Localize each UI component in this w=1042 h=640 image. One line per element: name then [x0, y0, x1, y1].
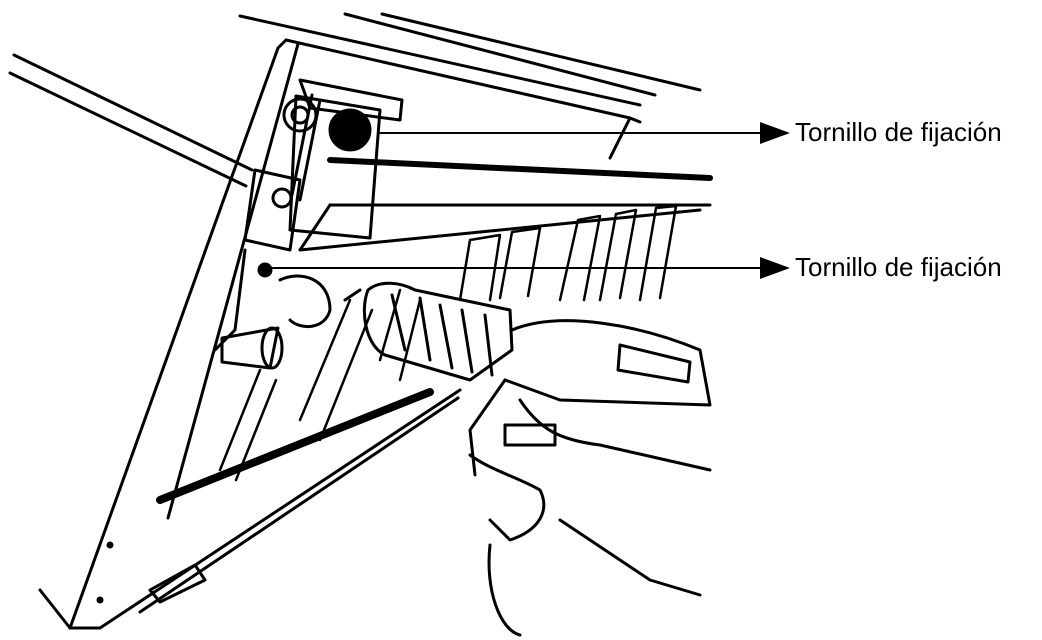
lower-latch: [213, 248, 332, 370]
callout-label-fixing-screw-upper: Tornillo de fijación: [795, 117, 1002, 147]
callout-label-fixing-screw-lower: Tornillo de fijación: [795, 252, 1002, 282]
callout-leaders: [269, 122, 790, 279]
panel-frame: [38, 38, 713, 630]
hinge-plate: [243, 93, 322, 252]
side-roller: [96, 541, 207, 604]
support-rods: [8, 12, 702, 188]
panel-vents: [156, 204, 678, 504]
callout-arrow-2: [760, 257, 790, 279]
cordless-drill: [343, 281, 712, 637]
upper-bracket: [282, 78, 404, 240]
callout-arrow-1: [760, 122, 790, 144]
